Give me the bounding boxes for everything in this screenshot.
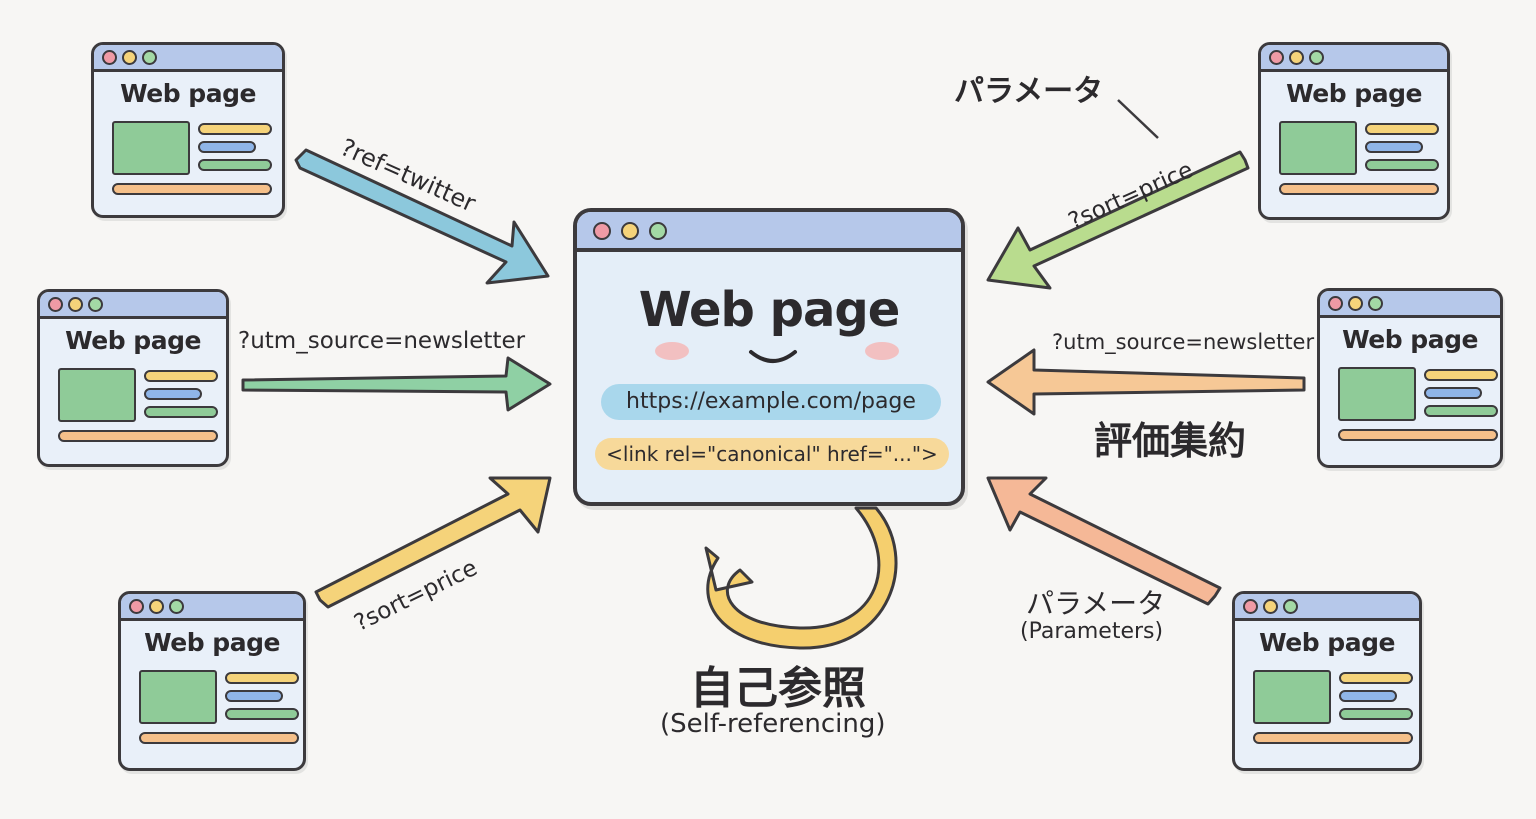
arrow-ref-twitter [294, 148, 550, 285]
self-reference-loop-arrow [704, 506, 898, 650]
minimize-dot-icon [149, 599, 164, 614]
text-line [112, 183, 272, 195]
minimize-dot-icon [1289, 50, 1304, 65]
smile-icon [749, 350, 797, 363]
minimize-dot-icon [621, 222, 639, 240]
label-utm-left: ?utm_source=newsletter [238, 328, 526, 354]
web-page-top-right: Web page [1258, 42, 1450, 220]
text-line [1279, 183, 1439, 195]
page-title: Web page [65, 326, 201, 355]
page-title: Web page [120, 79, 256, 108]
text-line [198, 159, 272, 171]
text-line [198, 123, 272, 135]
maximize-dot-icon [88, 297, 103, 312]
text-line [1339, 672, 1413, 684]
web-page-bottom-right: Web page [1232, 591, 1422, 771]
close-dot-icon [1243, 599, 1258, 614]
text-line [1365, 141, 1423, 153]
right-cheek-icon [865, 342, 899, 360]
close-dot-icon [1269, 50, 1284, 65]
text-line [225, 708, 299, 720]
close-dot-icon [129, 599, 144, 614]
image-placeholder [1253, 670, 1331, 724]
maximize-dot-icon [649, 222, 667, 240]
maximize-dot-icon [1309, 50, 1324, 65]
text-line [1339, 690, 1397, 702]
maximize-dot-icon [1368, 296, 1383, 311]
text-line [139, 732, 299, 744]
text-line [58, 430, 218, 442]
text-line [1253, 732, 1413, 744]
image-placeholder [58, 368, 136, 422]
maximize-dot-icon [169, 599, 184, 614]
arrow-utm-left [241, 356, 552, 412]
text-line [1338, 429, 1498, 441]
label-utm-right: ?utm_source=newsletter [1052, 330, 1315, 354]
maximize-dot-icon [1283, 599, 1298, 614]
page-title: Web page [144, 628, 280, 657]
image-placeholder [1279, 121, 1357, 175]
text-line [198, 141, 256, 153]
minimize-dot-icon [68, 297, 83, 312]
text-line [1365, 159, 1439, 171]
title-bar [40, 292, 226, 319]
params-pointer-line [1117, 99, 1159, 139]
text-line [1339, 708, 1413, 720]
maximize-dot-icon [142, 50, 157, 65]
arrow-sort-right [986, 150, 1250, 290]
canonical-tag: <link rel="canonical" href="..."> [595, 438, 949, 470]
text-line [144, 370, 218, 382]
title-bar [577, 212, 961, 252]
minimize-dot-icon [1348, 296, 1363, 311]
text-line [1424, 405, 1498, 417]
label-self-ref: 自己参照 [690, 663, 866, 714]
page-title: Web page [638, 282, 901, 338]
text-line [1424, 387, 1482, 399]
label-params-bottom-en: (Parameters) [1020, 619, 1164, 644]
minimize-dot-icon [122, 50, 137, 65]
left-cheek-icon [655, 342, 689, 360]
close-dot-icon [1328, 296, 1343, 311]
label-params-bottom: パラメータ [1026, 587, 1166, 620]
page-title: Web page [1342, 325, 1478, 354]
label-consolidation: 評価集約 [1094, 419, 1247, 463]
url-bar: https://example.com/page [601, 384, 941, 420]
text-line [1365, 123, 1439, 135]
image-placeholder [1338, 367, 1416, 421]
canonical-web-page: Web page https://example.com/page <link … [573, 208, 965, 506]
web-page-mid-left: Web page [37, 289, 229, 467]
label-params-top: パラメータ [954, 74, 1104, 109]
label-self-ref-en: (Self-referencing) [660, 709, 886, 739]
image-placeholder [139, 670, 217, 724]
close-dot-icon [593, 222, 611, 240]
title-bar [1320, 291, 1500, 318]
web-page-mid-right: Web page [1317, 288, 1503, 468]
minimize-dot-icon [1263, 599, 1278, 614]
close-dot-icon [48, 297, 63, 312]
arrow-params-right [986, 476, 1222, 606]
page-title: Web page [1259, 628, 1395, 657]
text-line [225, 690, 283, 702]
close-dot-icon [102, 50, 117, 65]
arrow-utm-right [986, 348, 1306, 416]
text-line [144, 388, 202, 400]
web-page-top-left: Web page [91, 42, 285, 218]
web-page-bottom-left: Web page [118, 591, 306, 771]
text-line [1424, 369, 1498, 381]
text-line [144, 406, 218, 418]
text-line [225, 672, 299, 684]
image-placeholder [112, 121, 190, 175]
arrow-sort-left [314, 476, 552, 609]
page-title: Web page [1286, 79, 1422, 108]
